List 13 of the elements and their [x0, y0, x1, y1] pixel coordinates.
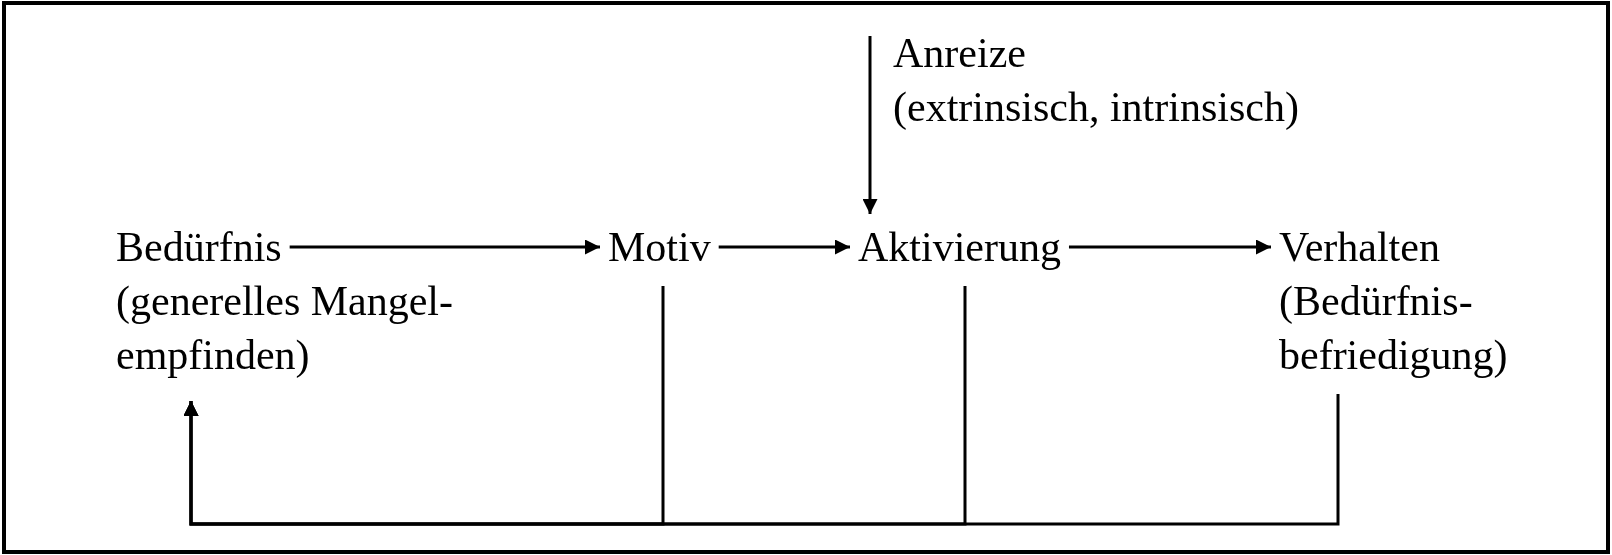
node-label: Aktivierung [858, 223, 1061, 272]
feedback-arrow [183, 394, 1340, 526]
node-label: Bedürfnis [116, 223, 282, 272]
arrow [718, 239, 850, 255]
node-description: (Bedürfnis- befriedigung) [1279, 277, 1509, 380]
node-description: (generelles Mangel- empfinden) [116, 277, 454, 380]
arrow [1068, 239, 1271, 255]
arrow [289, 239, 600, 255]
node-label: Anreize [893, 29, 1026, 78]
node-description: (extrinsisch, intrinsisch) [893, 83, 1299, 132]
node-label: Motiv [608, 223, 711, 272]
arrow [862, 36, 878, 214]
node-label: Verhalten [1279, 223, 1440, 272]
